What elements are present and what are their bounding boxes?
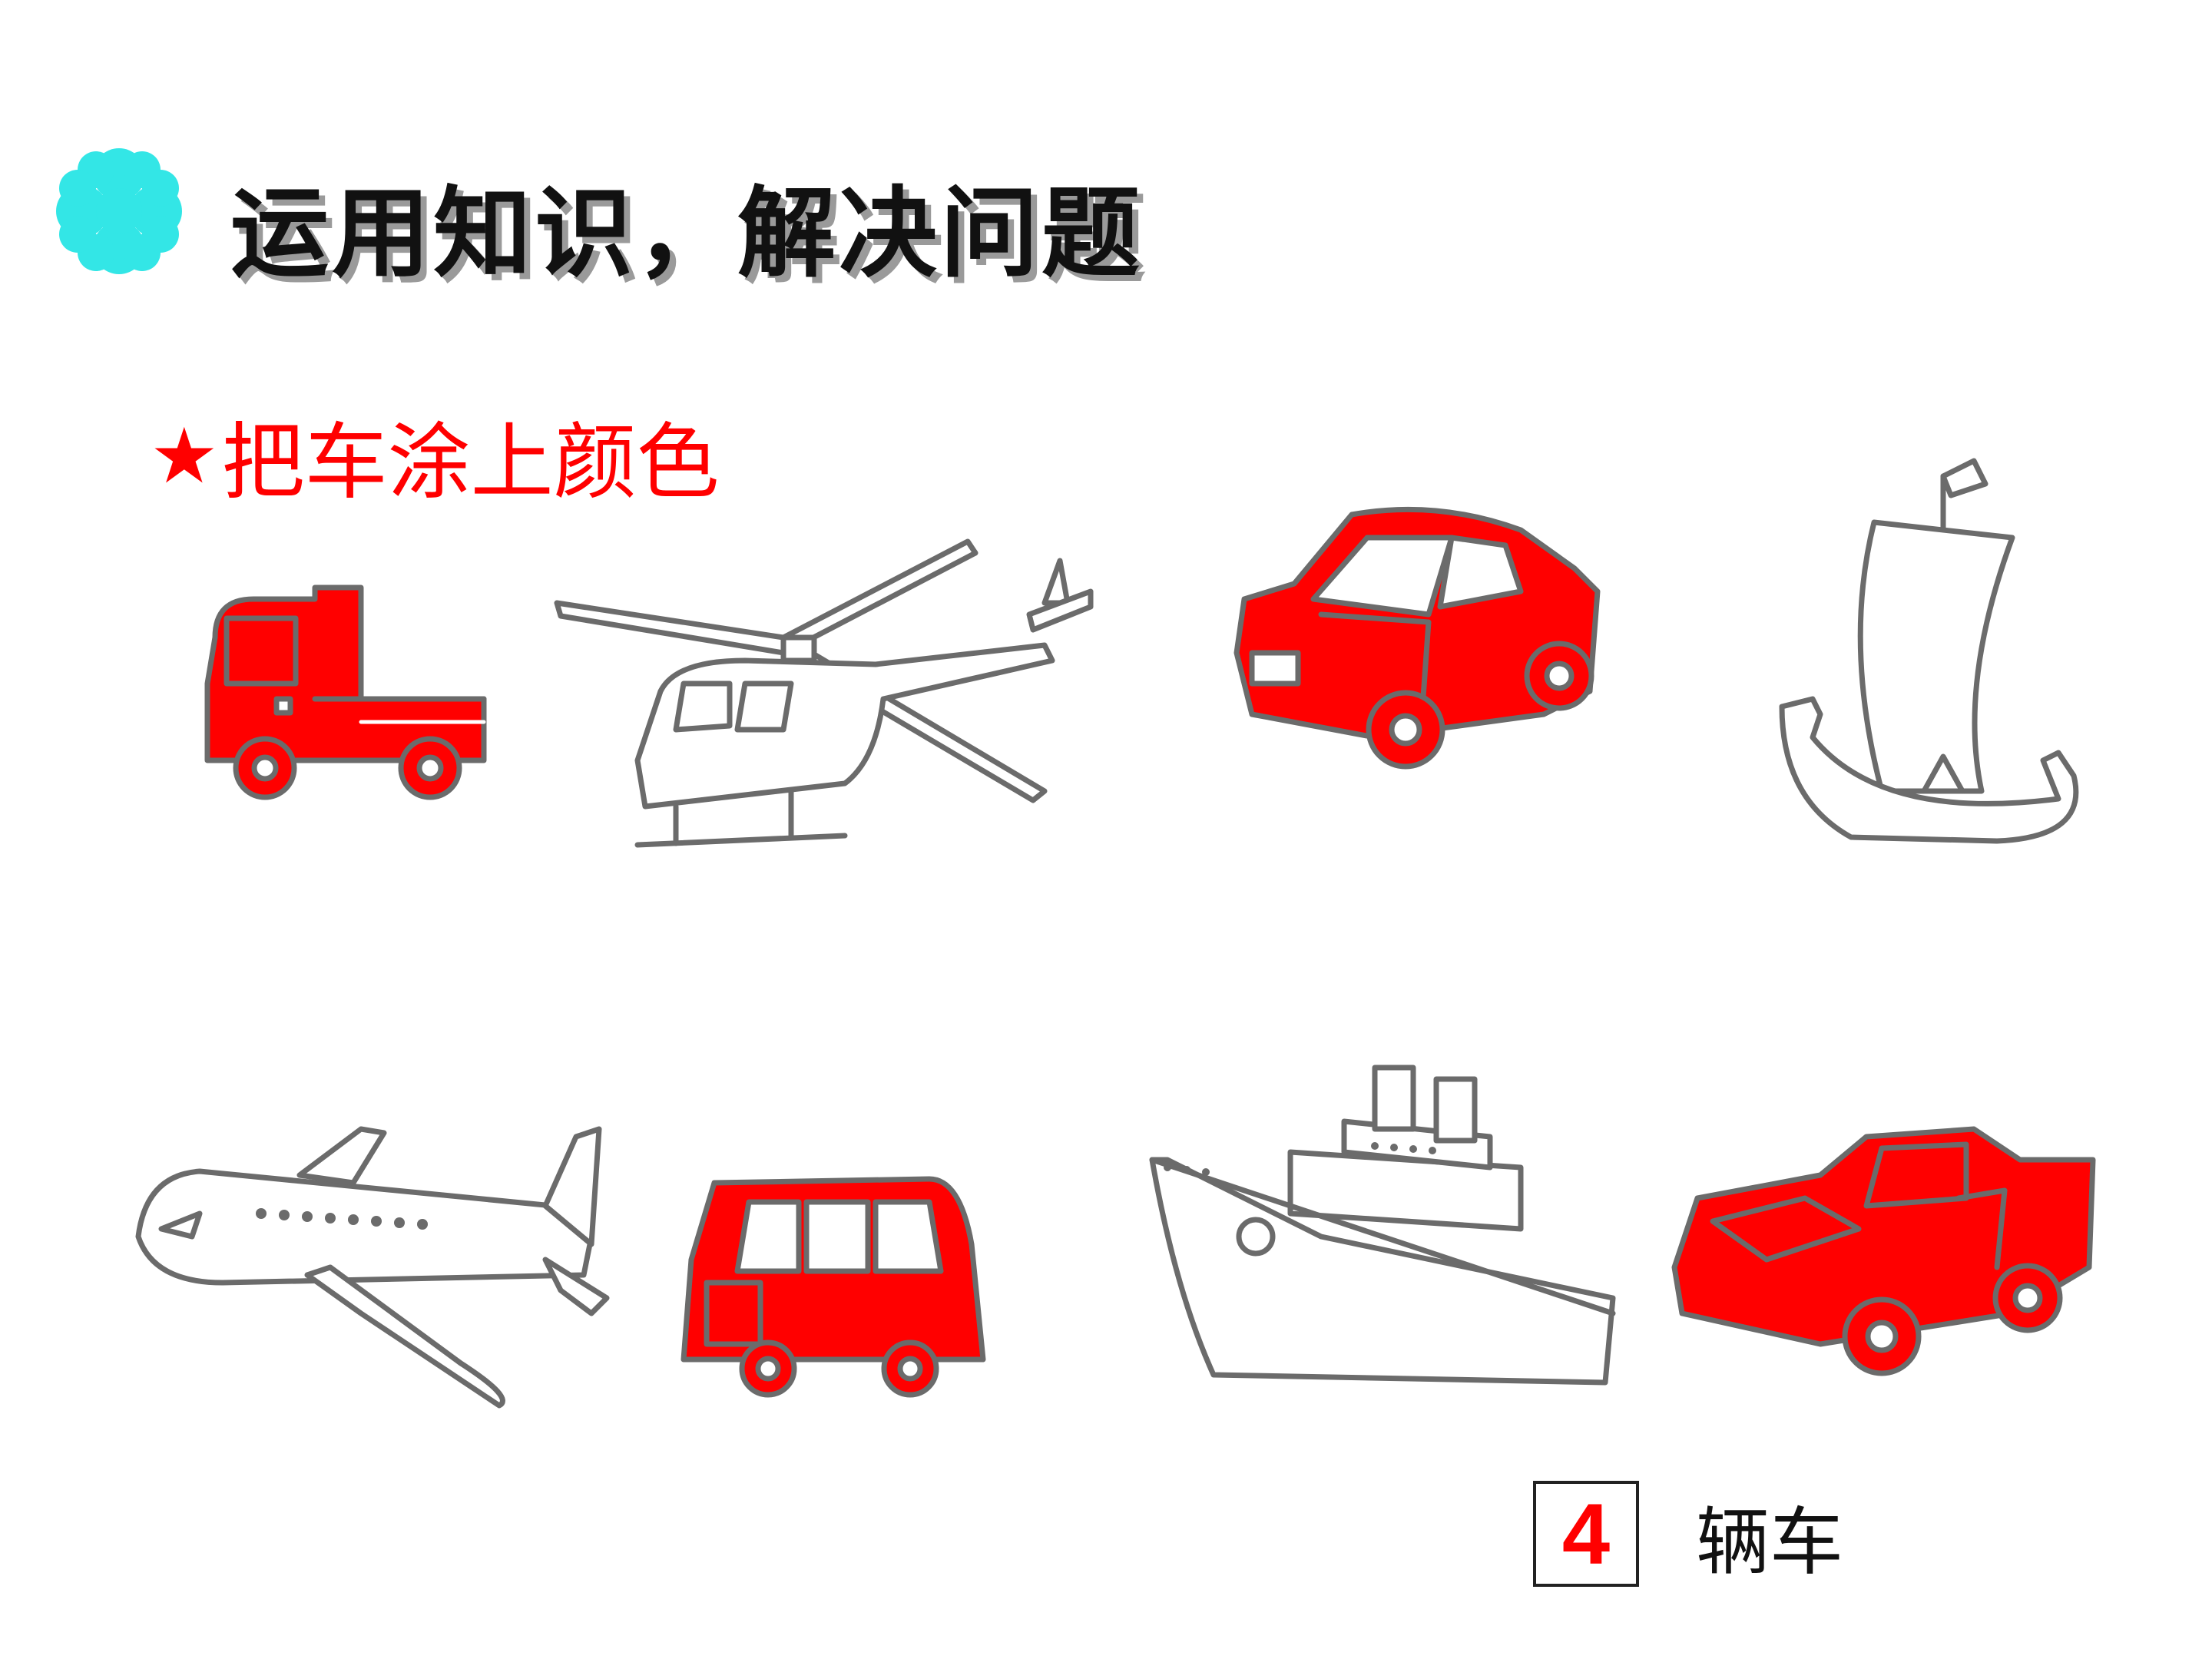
answer-count-box: 4 xyxy=(1533,1481,1639,1587)
ship-picture xyxy=(1144,1060,1628,1386)
car-picture xyxy=(1221,484,1613,791)
task-instruction: ★ 把车涂上颜色 xyxy=(150,396,720,515)
task-label: 把车涂上颜色 xyxy=(221,415,720,511)
airplane-picture xyxy=(131,1098,614,1421)
answer-unit: 辆车 xyxy=(1696,1499,1843,1585)
truck-picture xyxy=(192,568,499,800)
star-icon: ★ xyxy=(150,410,219,501)
sailboat-picture xyxy=(1767,453,2079,845)
helicopter-picture xyxy=(553,530,1094,891)
jeep-picture xyxy=(1667,1114,2104,1406)
page-title: 运用知识，解决问题 xyxy=(230,177,1144,291)
clover-flower-icon xyxy=(42,134,196,288)
van-picture xyxy=(676,1167,991,1413)
